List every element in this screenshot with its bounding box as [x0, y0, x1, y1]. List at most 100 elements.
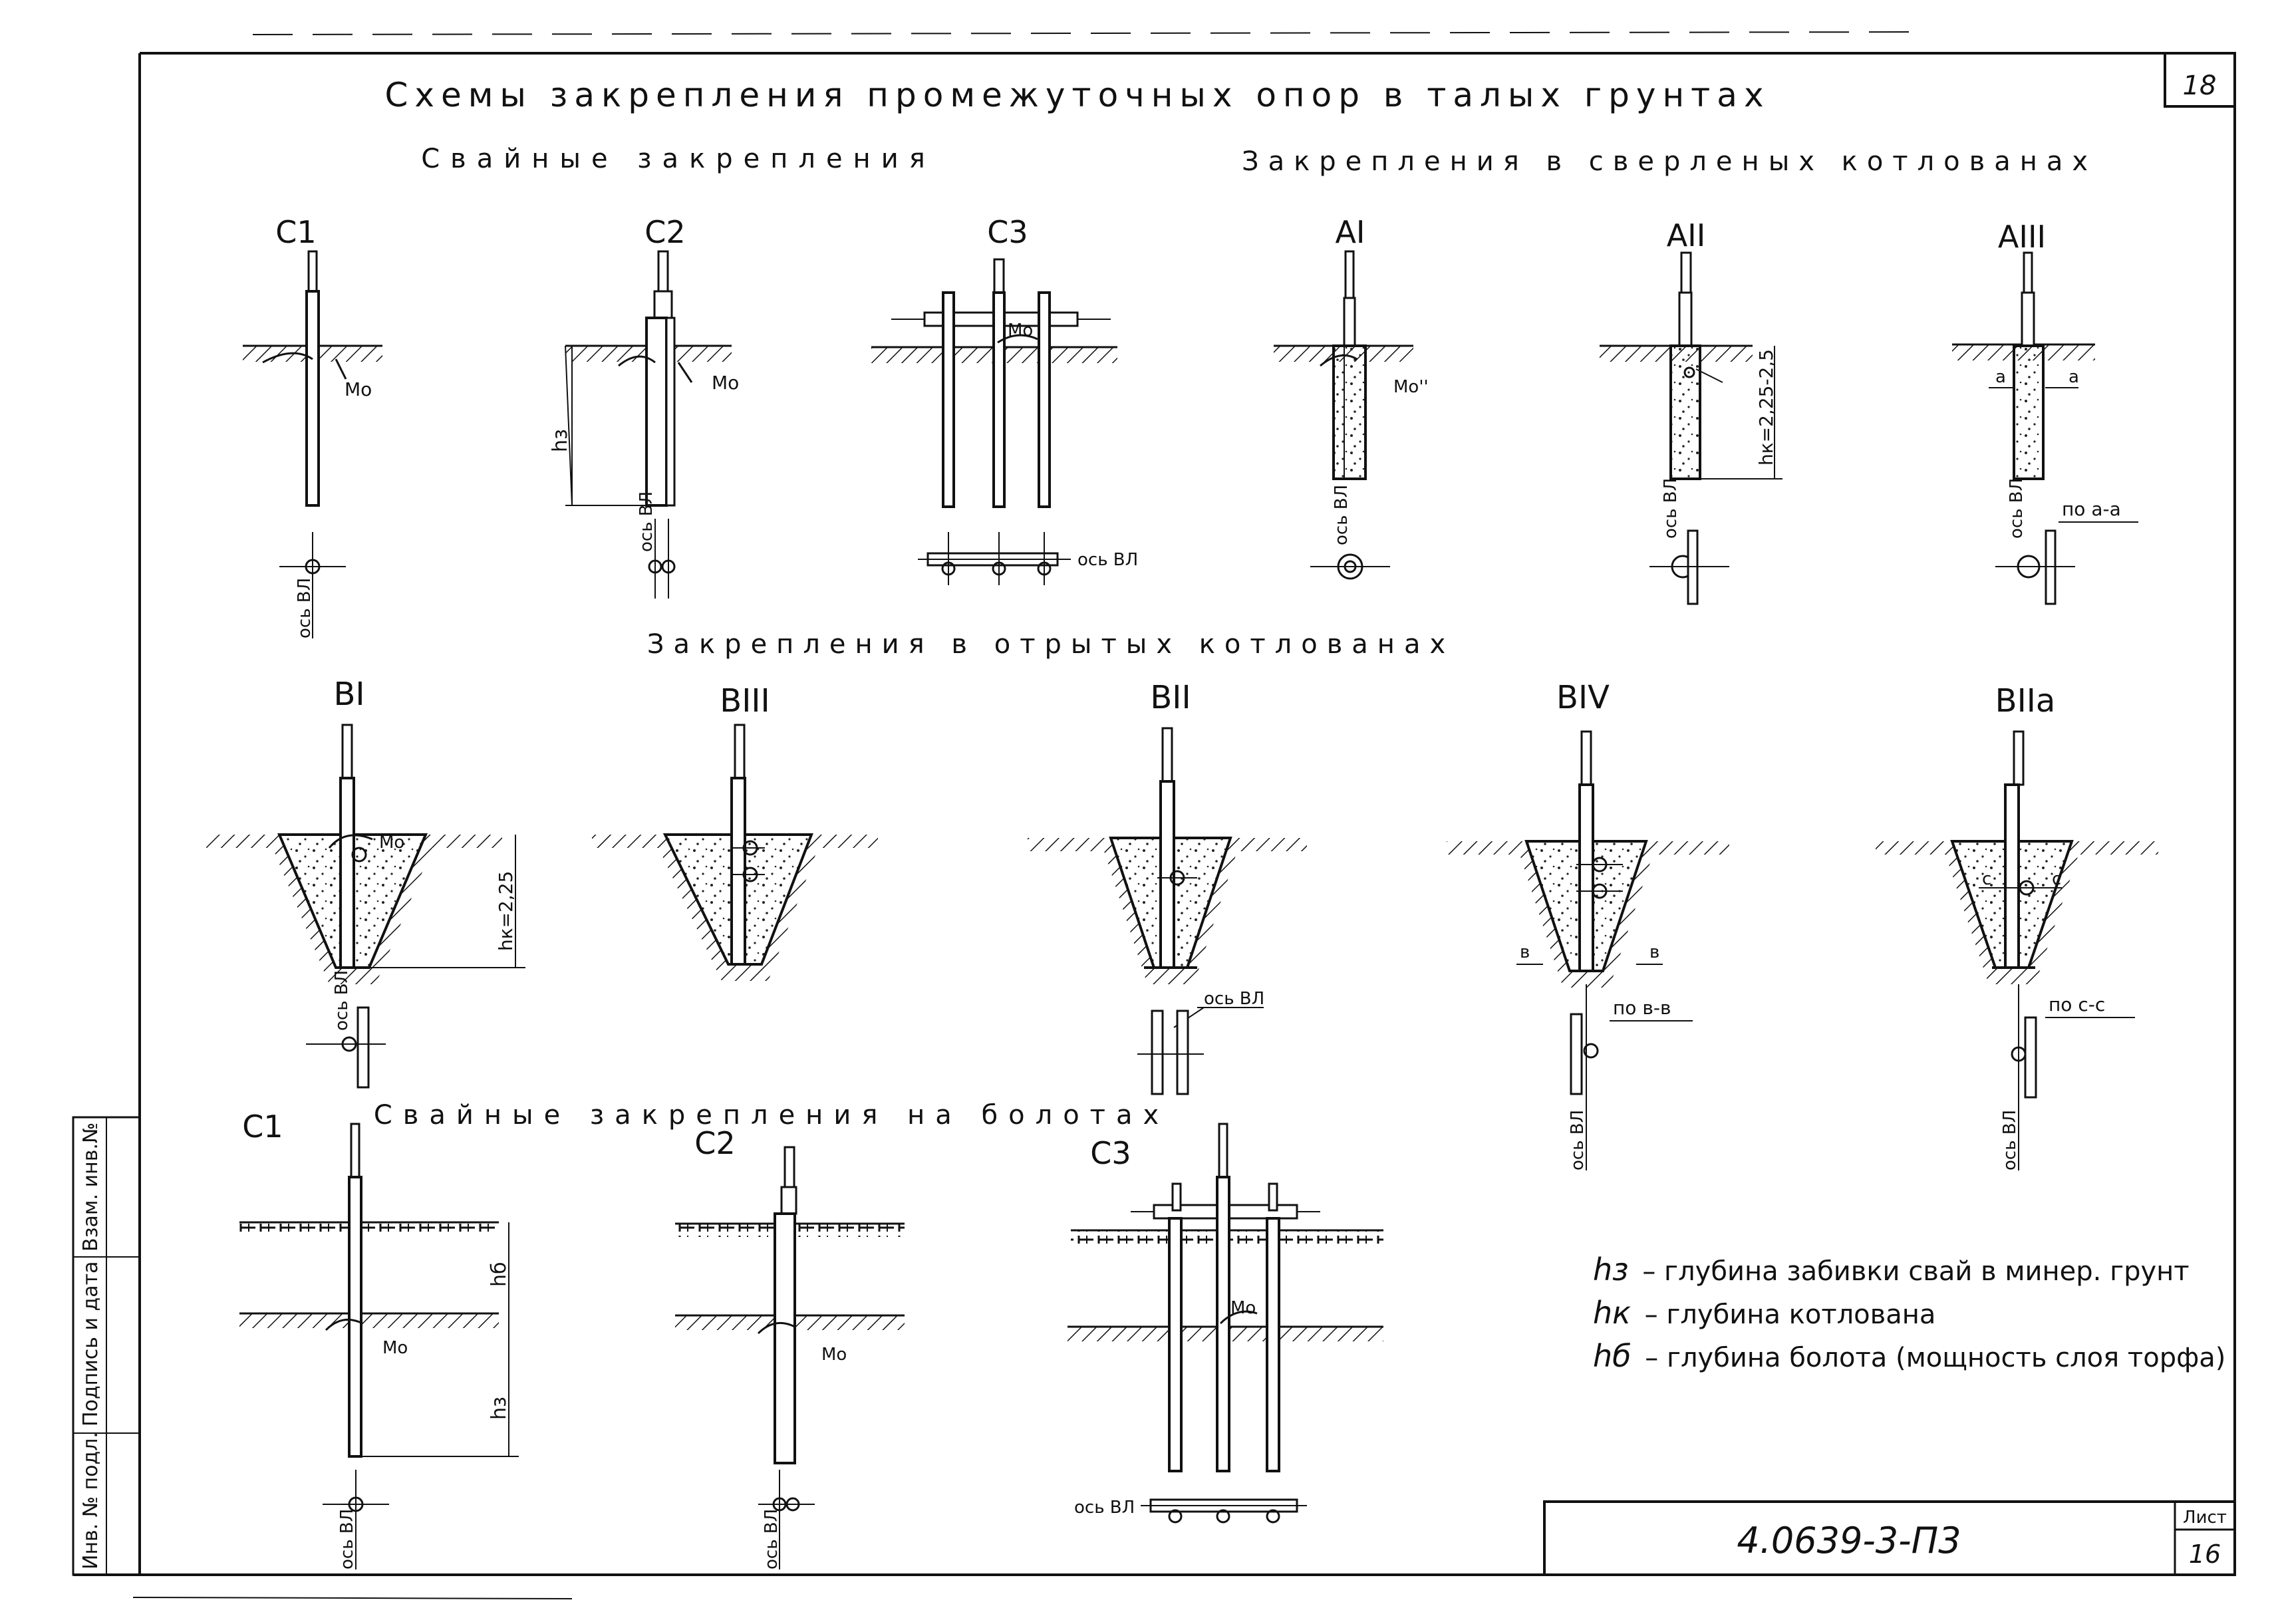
- pile: [645, 317, 668, 507]
- pile: [1168, 1217, 1183, 1472]
- label-c1-top: С1: [275, 214, 316, 250]
- label-c3-bog: С3: [1090, 1135, 1131, 1171]
- pile: [1038, 291, 1051, 508]
- label-a3: АIII: [1998, 219, 2046, 255]
- sheet-label: Лист: [2183, 1508, 2227, 1528]
- legend-hk-text: – глубина котлована: [1645, 1299, 1936, 1330]
- mark-c-right: с: [2052, 869, 2061, 889]
- moment-label: Mo: [345, 378, 372, 400]
- scheme-c3-top: С3 Mo ось ВЛ: [871, 214, 1138, 585]
- moment-alt-label: Mo'': [1393, 377, 1429, 397]
- moment-label: Mo: [382, 1338, 408, 1358]
- axis-label: ось ВЛ: [637, 491, 656, 552]
- title-block: 4.0639-3-П3 Лист 16: [1543, 1500, 2236, 1576]
- moment-label: Mo: [821, 1345, 847, 1365]
- mark-b-left: в: [1520, 942, 1530, 962]
- scheme-a2: АII hк=2,25-2,5 ось ВЛ: [1600, 217, 1782, 605]
- label-b1: ВI: [333, 676, 364, 713]
- legend-hz: hз – глубина забивки свай в минер. грунт: [1593, 1252, 2190, 1287]
- label-b4: ВIV: [1556, 679, 1610, 716]
- axis-label: ось ВЛ: [1568, 1110, 1588, 1170]
- drilled-pit: [2013, 344, 2045, 480]
- legend-hz-text: – глубина забивки свай в минер. грунт: [1642, 1256, 2189, 1287]
- stamp-podpis-data: Подпись и дата: [79, 1262, 102, 1427]
- drilled-pit: [1669, 344, 1701, 480]
- axis-label: ось ВЛ: [1661, 478, 1681, 539]
- axis-label: ось ВЛ: [332, 970, 352, 1031]
- axis-label: ось ВЛ: [2007, 478, 2027, 539]
- label-c3-top: С3: [987, 214, 1028, 250]
- axis-label: ось ВЛ: [295, 578, 315, 638]
- pile: [992, 291, 1006, 508]
- dim-hz: hз: [549, 429, 572, 452]
- pile: [1266, 1217, 1280, 1472]
- scheme-b1: ВI Mo hк=2,25 ось ВЛ: [206, 676, 525, 1089]
- pile: [1216, 1176, 1230, 1472]
- ground-hatch: [239, 1313, 499, 1328]
- stamp-inv-podl: Инв. № подл.: [79, 1432, 102, 1569]
- scheme-a1: АI Mo'' ось ВЛ: [1274, 214, 1429, 580]
- axis-label: ось ВЛ: [1204, 989, 1264, 1009]
- pile: [942, 291, 955, 508]
- dim-hb: hб: [488, 1262, 511, 1287]
- section-pile: Свайные закрепления: [421, 144, 936, 174]
- legend: hз – глубина забивки свай в минер. грунт…: [1593, 1252, 2225, 1374]
- section-bog: Свайные закрепления на болотах: [374, 1100, 1169, 1131]
- dim-hz-bog: hз: [488, 1397, 511, 1420]
- pile: [305, 290, 320, 507]
- pile: [1578, 783, 1594, 972]
- section-b-label: по в-в: [1613, 997, 1671, 1019]
- mark-c-left: с: [1982, 869, 1991, 889]
- side-stamp: Инв. № подл. Подпись и дата Взам. инв.№: [72, 1116, 141, 1576]
- scheme-b2: ВII ось ВЛ: [1028, 679, 1307, 1095]
- moment-label: Mo: [712, 372, 739, 394]
- legend-hb-text: – глубина болота (мощность слоя торфа): [1645, 1343, 2225, 1373]
- axis-label: ось ВЛ: [1077, 550, 1138, 570]
- scheme-b2a: ВIIа с с по с-с ось ВЛ: [1876, 682, 2158, 1170]
- mark-a-left: а: [1995, 367, 2006, 387]
- label-c2-top: С2: [644, 214, 685, 250]
- mark-b-right: в: [1649, 942, 1659, 962]
- section-open-pit: Закрепления в отрытых котлованах: [647, 629, 1455, 660]
- legend-hz-symbol: hз: [1593, 1252, 1629, 1287]
- scheme-c2-top: С2 Mo hз ось ВЛ: [549, 214, 739, 599]
- pile: [348, 1176, 362, 1458]
- doc-code: 4.0639-3-П3: [1737, 1520, 1961, 1561]
- label-c2-bog: С2: [694, 1125, 735, 1161]
- label-a2: АII: [1667, 217, 1706, 253]
- label-b2: ВII: [1150, 679, 1191, 716]
- scheme-b4: ВIV в в по в-в ось ВЛ: [1447, 679, 1729, 1170]
- sheet-number: 16: [2189, 1540, 2221, 1569]
- scheme-a3: АIII а а по а-а ось ВЛ: [1952, 219, 2138, 605]
- pile: [2004, 783, 2020, 969]
- section-a-label: по а-а: [2062, 498, 2121, 520]
- axis-label: ось ВЛ: [1074, 1498, 1135, 1518]
- legend-hk-symbol: hк: [1593, 1295, 1631, 1331]
- legend-hk: hк – глубина котлована: [1593, 1295, 1935, 1331]
- scheme-c2-bog: С2 Mo ось ВЛ: [675, 1125, 905, 1569]
- axis-label: ось ВЛ: [1332, 485, 1352, 545]
- legend-hb: hб – глубина болота (мощность слоя торфа…: [1593, 1338, 2225, 1374]
- label-b3: ВIII: [720, 682, 770, 720]
- page-number-box: 18: [2164, 52, 2236, 108]
- scheme-b3: ВIII: [592, 682, 878, 981]
- pile: [307, 250, 318, 293]
- page-number-top: 18: [2183, 70, 2217, 101]
- label-a1: АI: [1335, 214, 1365, 250]
- moment-label: Mo: [1008, 321, 1033, 340]
- pile: [730, 777, 746, 966]
- pile: [774, 1212, 796, 1464]
- axis-label: ось ВЛ: [337, 1509, 357, 1569]
- drilled-pit: [1332, 344, 1367, 480]
- scheme-c1-top: С1 Mo ось ВЛ: [243, 214, 382, 638]
- legend-hb-symbol: hб: [1593, 1338, 1632, 1374]
- label-b2a: ВIIа: [1995, 682, 2056, 720]
- label-c1-bog: С1: [242, 1109, 283, 1145]
- dim-hk-pit: hк=2,25: [495, 871, 517, 951]
- peat-layer: [239, 1222, 499, 1236]
- mark-a-right: а: [2068, 367, 2079, 387]
- section-drilled: Закрепления в сверленых котлованах: [1242, 146, 2097, 177]
- pile: [339, 777, 355, 969]
- scheme-c3-bog: С3 Mo ось ВЛ: [1068, 1123, 1383, 1524]
